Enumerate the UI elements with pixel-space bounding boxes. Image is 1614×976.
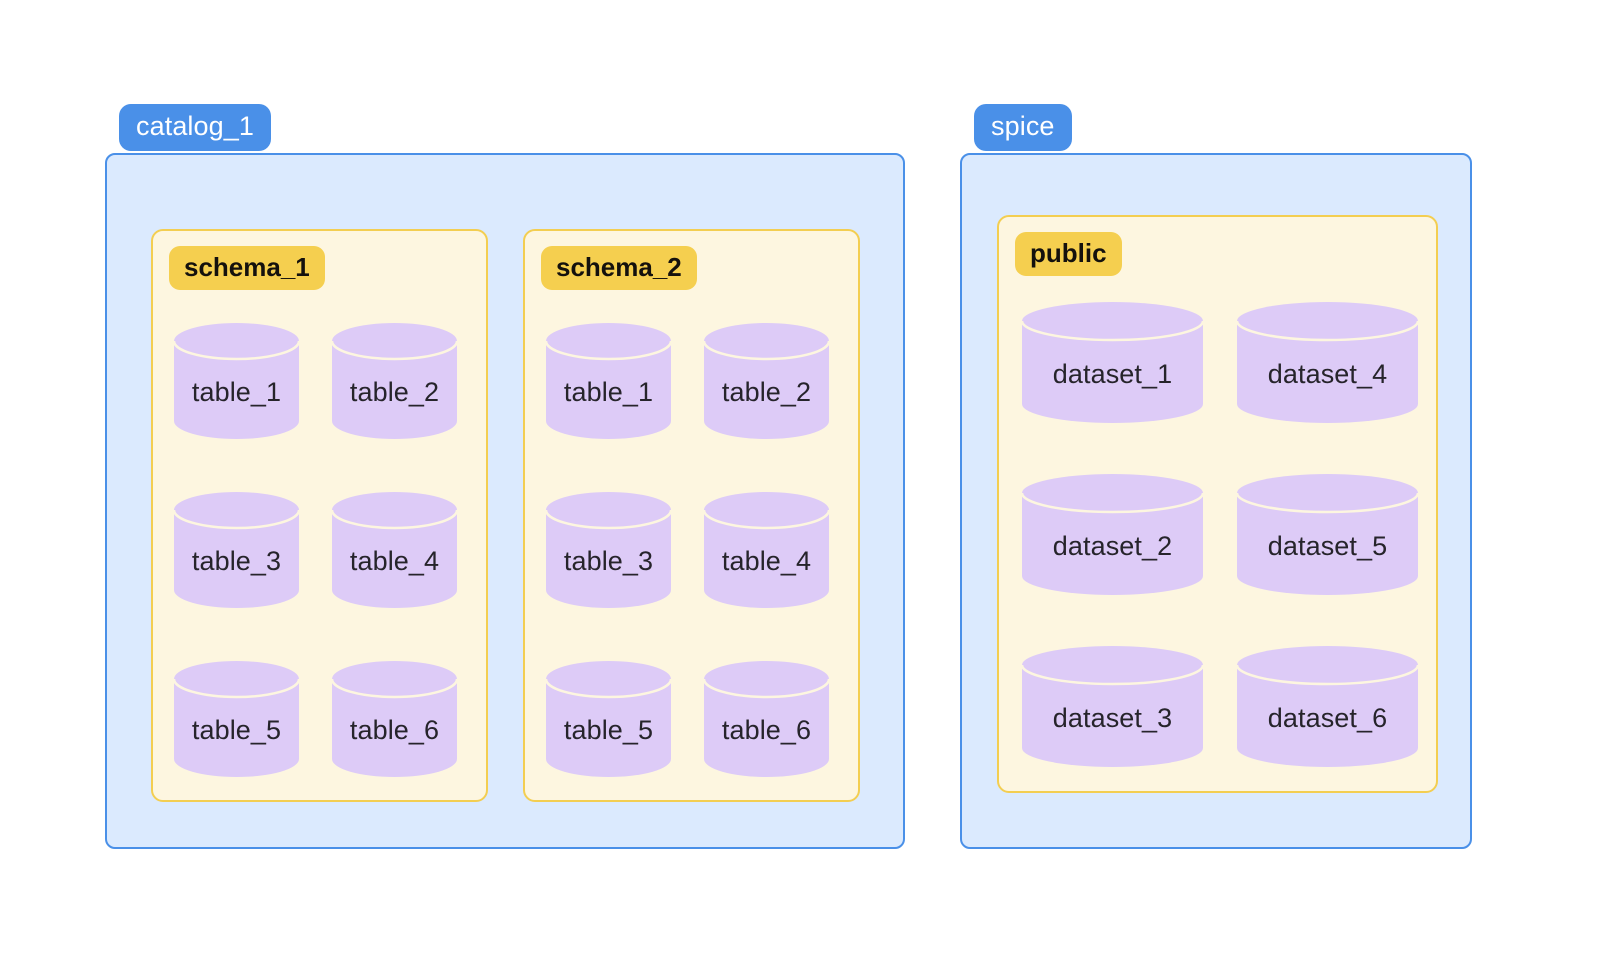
- database-cylinder[interactable]: dataset_3: [1022, 646, 1203, 767]
- database-icon: [704, 323, 829, 439]
- database-icon: [174, 492, 299, 608]
- database-icon: [1022, 646, 1203, 767]
- catalog-box-catalog_1: schema_1 table_1 table: [105, 153, 905, 849]
- dataset-grid-public: dataset_1 dataset_4: [1022, 302, 1418, 767]
- database-cylinder[interactable]: dataset_6: [1237, 646, 1418, 767]
- database-icon: [1022, 302, 1203, 423]
- database-cylinder[interactable]: dataset_1: [1022, 302, 1203, 423]
- catalog-badge-catalog_1[interactable]: catalog_1: [119, 104, 271, 151]
- database-cylinder[interactable]: dataset_2: [1022, 474, 1203, 595]
- database-icon: [546, 492, 671, 608]
- database-cylinder[interactable]: table_4: [704, 492, 829, 608]
- schema-badge-schema_2[interactable]: schema_2: [541, 246, 697, 290]
- database-icon: [546, 323, 671, 439]
- database-cylinder[interactable]: table_5: [546, 661, 671, 777]
- database-icon: [704, 661, 829, 777]
- database-icon: [1237, 646, 1418, 767]
- catalog-group-spice: spice public dataset_1: [960, 104, 1472, 849]
- database-cylinder[interactable]: table_5: [174, 661, 299, 777]
- database-cylinder[interactable]: table_6: [704, 661, 829, 777]
- database-icon: [174, 661, 299, 777]
- catalog-badge-spice[interactable]: spice: [974, 104, 1072, 151]
- schema-box-public: public dataset_1 datas: [997, 215, 1438, 793]
- database-cylinder[interactable]: table_4: [332, 492, 457, 608]
- database-icon: [1237, 474, 1418, 595]
- database-cylinder[interactable]: table_3: [174, 492, 299, 608]
- table-grid-schema_1: table_1 table_2 tabl: [174, 323, 470, 778]
- database-icon: [332, 492, 457, 608]
- database-cylinder[interactable]: dataset_5: [1237, 474, 1418, 595]
- table-grid-schema_2: table_1 table_2 tabl: [546, 323, 842, 778]
- catalog-group-catalog_1: catalog_1 schema_1 table_1: [105, 104, 905, 849]
- database-cylinder[interactable]: table_1: [174, 323, 299, 439]
- catalog-box-spice: public dataset_1 datas: [960, 153, 1472, 849]
- database-icon: [546, 661, 671, 777]
- database-cylinder[interactable]: dataset_4: [1237, 302, 1418, 423]
- schema-box-schema_2: schema_2 table_1 table: [523, 229, 860, 802]
- database-icon: [174, 323, 299, 439]
- database-icon: [332, 661, 457, 777]
- schema-badge-public[interactable]: public: [1015, 232, 1122, 276]
- database-cylinder[interactable]: table_2: [704, 323, 829, 439]
- database-cylinder[interactable]: table_1: [546, 323, 671, 439]
- database-icon: [1022, 474, 1203, 595]
- database-icon: [332, 323, 457, 439]
- database-cylinder[interactable]: table_3: [546, 492, 671, 608]
- schema-badge-schema_1[interactable]: schema_1: [169, 246, 325, 290]
- database-cylinder[interactable]: table_2: [332, 323, 457, 439]
- schema-box-schema_1: schema_1 table_1 table: [151, 229, 488, 802]
- database-icon: [1237, 302, 1418, 423]
- database-cylinder[interactable]: table_6: [332, 661, 457, 777]
- database-icon: [704, 492, 829, 608]
